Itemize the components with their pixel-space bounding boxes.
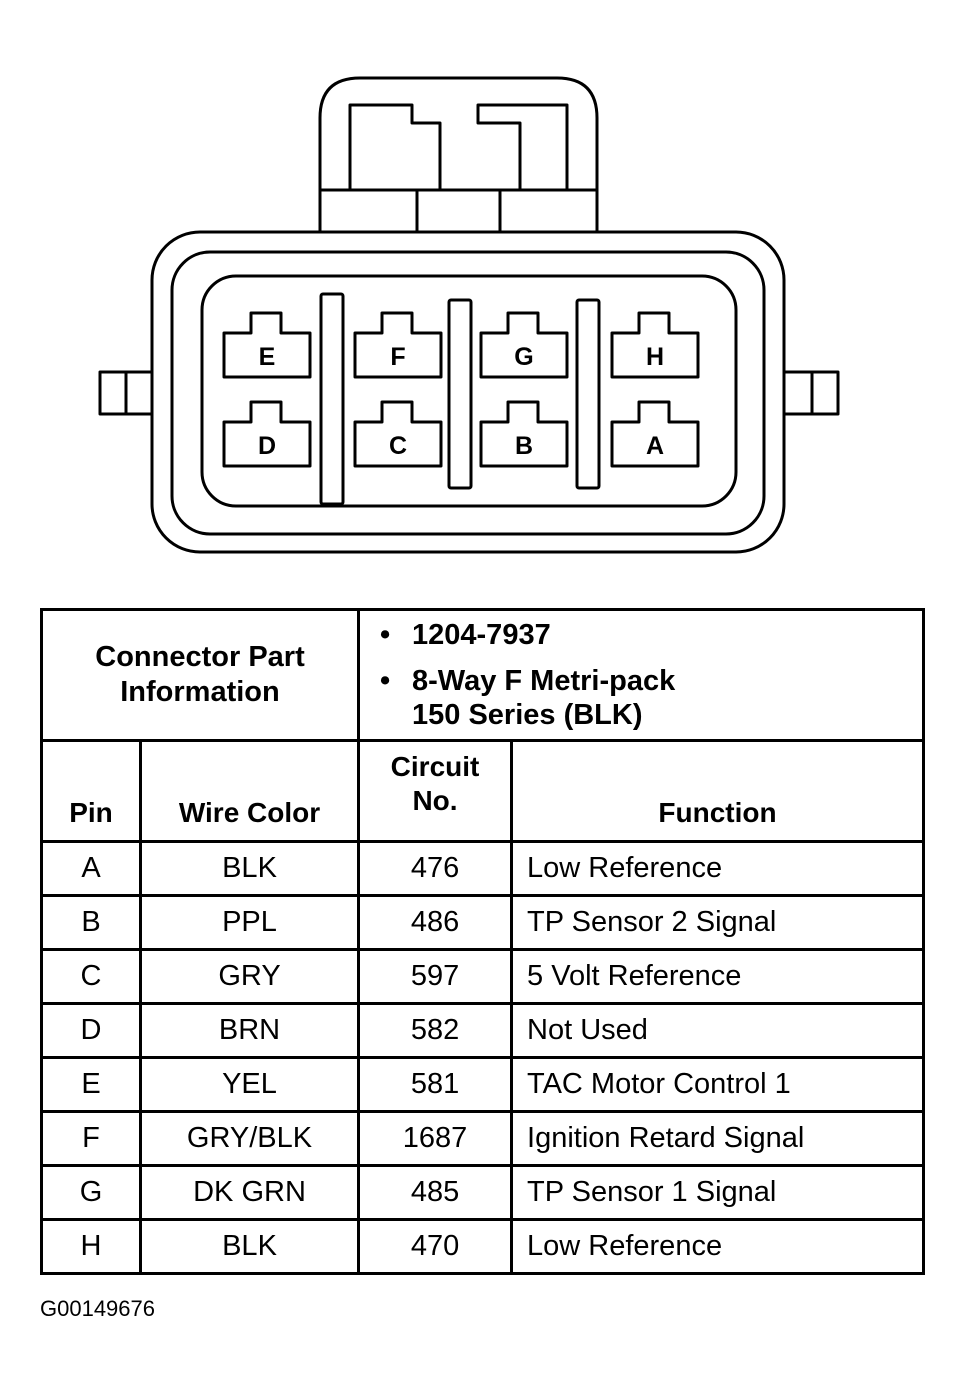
pin-cavity-label: F — [390, 343, 405, 371]
part-info-heading-line2: Information — [120, 676, 280, 708]
connector-housing-mid — [170, 250, 766, 536]
table-row: D BRN 582 Not Used — [40, 1002, 926, 1059]
part-number: 1204-7937 — [412, 619, 551, 651]
wire-color-cell: BRN — [138, 1002, 361, 1059]
part-info-row: Connector Part Information • 1204-7937 •… — [39, 608, 926, 742]
pin-cavity-label: E — [259, 343, 276, 371]
circuit-cell: 470 — [357, 1218, 514, 1275]
pin-cavity — [222, 400, 312, 468]
pin-cell: G — [40, 1164, 142, 1221]
left-ear — [98, 370, 152, 416]
circuit-cell: 581 — [357, 1056, 514, 1113]
table-row: A BLK 476 Low Reference — [40, 840, 926, 897]
function-cell: Ignition Retard Signal — [510, 1110, 926, 1167]
divider-post — [319, 292, 345, 506]
header-circuit-no: Circuit No. — [357, 739, 514, 843]
table-row: E YEL 581 TAC Motor Control 1 — [40, 1056, 926, 1113]
table-row: H BLK 470 Low Reference — [40, 1218, 926, 1275]
wire-color-cell: DK GRN — [138, 1164, 361, 1221]
wire-color-cell: YEL — [138, 1056, 361, 1113]
pin-cavity — [610, 400, 700, 468]
circuit-cell: 1687 — [357, 1110, 514, 1167]
pin-cell: E — [40, 1056, 142, 1113]
circuit-cell: 485 — [357, 1164, 514, 1221]
function-cell: TAC Motor Control 1 — [510, 1056, 926, 1113]
pin-cell: H — [40, 1218, 142, 1275]
wire-color-cell: PPL — [138, 894, 361, 951]
part-info-heading-cell: Connector Part Information — [39, 608, 361, 742]
part-info-cell: • 1204-7937 • 8-Way F Metri-pack 150 Ser… — [357, 608, 926, 742]
header-function: Function — [510, 739, 926, 843]
pin-cell: A — [40, 840, 142, 897]
part-description-line1: 8-Way F Metri-pack — [412, 665, 676, 697]
wire-color-cell: GRY — [138, 948, 361, 1005]
part-info-heading-line1: Connector Part — [95, 641, 305, 673]
column-header-row: Pin Wire Color Circuit No. Function — [40, 739, 926, 843]
wire-color-cell: GRY/BLK — [138, 1110, 361, 1167]
locking-tab-inner — [348, 103, 569, 190]
table-row: G DK GRN 485 TP Sensor 1 Signal — [40, 1164, 926, 1221]
connector-pin-table: Connector Part Information • 1204-7937 •… — [39, 608, 926, 1275]
header-wire-color: Wire Color — [138, 739, 361, 843]
function-cell: Low Reference — [510, 840, 926, 897]
pin-cell: F — [40, 1110, 142, 1167]
pin-cavity — [610, 311, 700, 379]
connector-face-diagram: E F G H D C B A — [98, 76, 840, 554]
pin-cavity-label: D — [258, 432, 276, 460]
pin-cavity — [222, 311, 312, 379]
pin-cavity — [353, 311, 443, 379]
pin-cavity-label: G — [514, 343, 533, 371]
wire-color-cell: BLK — [138, 840, 361, 897]
table-row: F GRY/BLK 1687 Ignition Retard Signal — [40, 1110, 926, 1167]
connector-housing-outer — [150, 230, 786, 554]
figure-code: G00149676 — [40, 1296, 155, 1321]
circuit-cell: 476 — [357, 840, 514, 897]
header-circuit-line2: No. — [412, 785, 458, 816]
pin-cavities: E F G H D C B A — [222, 311, 700, 468]
locking-tab — [318, 76, 599, 232]
function-cell: TP Sensor 1 Signal — [510, 1164, 926, 1221]
pin-cavity-label: C — [389, 432, 407, 460]
divider-post — [447, 298, 473, 490]
header-circuit-line1: Circuit — [390, 751, 480, 782]
connector-housing-inner — [200, 274, 738, 508]
table-row: B PPL 486 TP Sensor 2 Signal — [40, 894, 926, 951]
part-description-line2: 150 Series (BLK) — [412, 699, 643, 731]
function-cell: TP Sensor 2 Signal — [510, 894, 926, 951]
divider-post — [575, 298, 601, 490]
bullet-icon: • — [380, 665, 391, 697]
function-cell: Not Used — [510, 1002, 926, 1059]
table-row: C GRY 597 5 Volt Reference — [40, 948, 926, 1005]
pin-cavity — [353, 400, 443, 468]
pin-cell: D — [40, 1002, 142, 1059]
pin-cavity-label: A — [646, 432, 664, 460]
right-ear — [784, 370, 840, 416]
header-pin: Pin — [40, 739, 142, 843]
function-cell: 5 Volt Reference — [510, 948, 926, 1005]
circuit-cell: 597 — [357, 948, 514, 1005]
pin-cell: C — [40, 948, 142, 1005]
pin-cavity — [479, 311, 569, 379]
pin-cavity — [479, 400, 569, 468]
bullet-icon: • — [380, 619, 391, 651]
circuit-cell: 486 — [357, 894, 514, 951]
pin-cavity-label: H — [646, 343, 664, 371]
function-cell: Low Reference — [510, 1218, 926, 1275]
pin-cell: B — [40, 894, 142, 951]
circuit-cell: 582 — [357, 1002, 514, 1059]
pin-cavity-label: B — [515, 432, 533, 460]
wire-color-cell: BLK — [138, 1218, 361, 1275]
